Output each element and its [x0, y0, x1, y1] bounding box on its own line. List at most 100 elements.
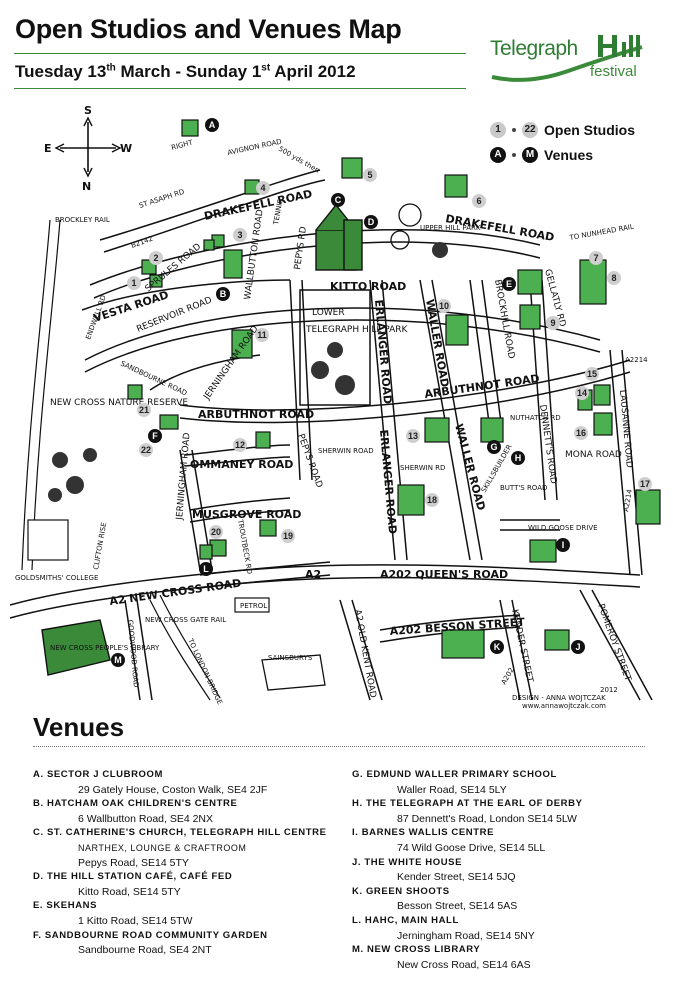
venue-b-name: B. HATCHAM OAK CHILDREN'S CENTRE — [33, 798, 238, 810]
marker-label: 10 — [439, 301, 449, 311]
road-new-cross: A2 NEW CROSS ROAD — [109, 577, 242, 608]
nunhead-rail-label: TO NUNHEAD RAIL — [568, 223, 635, 242]
venue-b-address: 6 Wallbutton Road, SE4 2NX — [78, 812, 214, 825]
venue-marker-d[interactable]: D — [364, 215, 378, 229]
venue-c-sub: NARTHEX, LOUNGE & CRAFTROOM — [78, 842, 247, 853]
road-brockhill: BROCKHILL ROAD — [492, 279, 516, 360]
marker-label: 3 — [237, 230, 242, 240]
road-sherwin: SHERWIN ROAD — [318, 447, 374, 455]
studio-marker-6[interactable]: 6 — [472, 194, 486, 208]
legend-venue-end: M — [522, 146, 538, 163]
studio-marker-21[interactable]: 21 — [137, 403, 151, 417]
legend-studios: 1 22 Open Studios — [490, 117, 635, 142]
venue-i-name: I. BARNES WALLIS CENTRE — [352, 827, 495, 839]
venue-marker-g[interactable]: G — [487, 440, 501, 454]
venue-g-address: Waller Road, SE14 5LY — [397, 783, 507, 796]
venue-marker-l[interactable]: L — [199, 562, 213, 576]
right-label: RIGHT — [170, 138, 194, 152]
road-sherwin-rd: SHERWIN RD — [400, 464, 445, 472]
venue-k-name: K. GREEN SHOOTS — [352, 885, 450, 897]
library-label: NEW CROSS PEOPLE'S LIBRARY — [50, 644, 160, 652]
studio-marker-16[interactable]: 16 — [574, 426, 588, 440]
studio-marker-4[interactable]: 4 — [256, 181, 270, 195]
studio-marker-9[interactable]: 9 — [546, 316, 560, 330]
studio-marker-22[interactable]: 22 — [139, 443, 153, 457]
road-b2142: B2142 — [130, 235, 154, 250]
marker-label: 18 — [427, 495, 437, 505]
legend-venues-label: Venues — [544, 146, 594, 163]
venues-list-left: A. SECTOR J CLUBROOM 29 Gately House, Co… — [33, 768, 327, 958]
subtitle-rule — [14, 88, 466, 89]
venue-marker-m[interactable]: M — [111, 653, 125, 667]
venue-marker-k[interactable]: K — [490, 640, 504, 654]
venue-marker-c[interactable]: C — [331, 193, 345, 207]
petrol-label: PETROL — [240, 602, 267, 610]
road-wild-goose: WILD GOOSE DRIVE — [528, 524, 598, 532]
venue-c-address: Pepys Road, SE14 5TY — [78, 856, 189, 869]
design-web: www.annawojtczak.com — [522, 702, 606, 710]
venue-h-address: 87 Dennett's Road, London SE14 5LW — [397, 812, 577, 825]
venue-j-name: J. THE WHITE HOUSE — [352, 856, 463, 868]
marker-label: 7 — [593, 253, 598, 263]
venue-marker-j[interactable]: J — [571, 640, 585, 654]
studio-marker-12[interactable]: 12 — [233, 438, 247, 452]
studio-marker-11[interactable]: 11 — [255, 328, 269, 342]
festival-logo: Telegraph festival — [488, 33, 648, 88]
studio-marker-17[interactable]: 17 — [638, 477, 652, 491]
sainsburys-label: SAINSBURYS — [268, 654, 313, 662]
studio-marker-20[interactable]: 20 — [209, 525, 223, 539]
studio-marker-2[interactable]: 2 — [149, 251, 163, 265]
venue-marker-i[interactable]: I — [556, 538, 570, 552]
studio-marker-8[interactable]: 8 — [607, 271, 621, 285]
road-musgrove: MUSGROVE ROAD — [192, 508, 301, 521]
venue-j-address: Kender Street, SE14 5JQ — [397, 871, 516, 884]
studio-marker-14[interactable]: 14 — [575, 386, 589, 400]
studio-marker-10[interactable]: 10 — [437, 299, 451, 313]
road-a202: A202 — [500, 666, 516, 686]
road-a2214: A2214 — [622, 488, 634, 512]
sainsburys-building: SAINSBURYS — [261, 654, 326, 691]
marker-label: 8 — [611, 273, 616, 283]
road-mona: MONA ROAD — [565, 450, 622, 460]
marker-label: 19 — [283, 531, 293, 541]
venue-marker-b[interactable]: B — [216, 287, 230, 301]
upper-park-label: UPPER HILL PARK — [420, 224, 481, 232]
venue-markers: A B C D E F G H I J K L M — [111, 118, 585, 667]
marker-label: H — [515, 453, 522, 463]
design-credit: DESIGN - ANNA WOJTCZAK — [512, 694, 606, 702]
logo-festival: festival — [590, 63, 637, 80]
marker-label: 22 — [141, 445, 151, 455]
studio-marker-13[interactable]: 13 — [406, 429, 420, 443]
legend-venue-start: A — [490, 146, 506, 163]
venue-f-address: Sandbourne Road, SE4 2NT — [78, 944, 212, 957]
studio-marker-7[interactable]: 7 — [589, 251, 603, 265]
legend-studios-label: Open Studios — [544, 121, 635, 138]
venue-d-address: Kitto Road, SE14 5TY — [78, 885, 181, 898]
road-queens: A202 QUEEN'S ROAD — [380, 568, 508, 581]
road-troutbeck: TROUTBECK RD — [236, 518, 254, 575]
venues-rule — [33, 746, 645, 747]
upper-park-trees: UPPER HILL PARK — [390, 203, 481, 258]
park-label: TELEGRAPH HILL PARK — [305, 325, 409, 335]
design-year: 2012 — [600, 686, 618, 694]
marker-label: 5 — [367, 170, 372, 180]
studio-marker-5[interactable]: 5 — [363, 168, 377, 182]
road-erlanger-n: ERLANGER ROAD — [372, 299, 394, 404]
studio-marker-1[interactable]: 1 — [127, 276, 141, 290]
studio-marker-18[interactable]: 18 — [425, 493, 439, 507]
venue-marker-h[interactable]: H — [511, 451, 525, 465]
road-network — [9, 169, 653, 701]
venue-marker-e[interactable]: E — [502, 277, 516, 291]
goldsmiths-label: GOLDSMITHS' COLLEGE — [15, 574, 98, 582]
new-cross-gate-label: NEW CROSS GATE RAIL — [145, 616, 226, 624]
marker-label: E — [506, 279, 512, 289]
studio-marker-19[interactable]: 19 — [281, 529, 295, 543]
studio-marker-15[interactable]: 15 — [585, 367, 599, 381]
houses — [127, 119, 661, 659]
butts-label: BUTT'S ROAD — [500, 484, 547, 492]
venue-marker-a[interactable]: A — [205, 118, 219, 132]
venue-marker-f[interactable]: F — [148, 429, 162, 443]
venue-l-name: L. HAHC, MAIN HALL — [352, 914, 459, 926]
studio-marker-3[interactable]: 3 — [233, 228, 247, 242]
venue-i-address: 74 Wild Goose Drive, SE14 5LL — [397, 841, 546, 854]
